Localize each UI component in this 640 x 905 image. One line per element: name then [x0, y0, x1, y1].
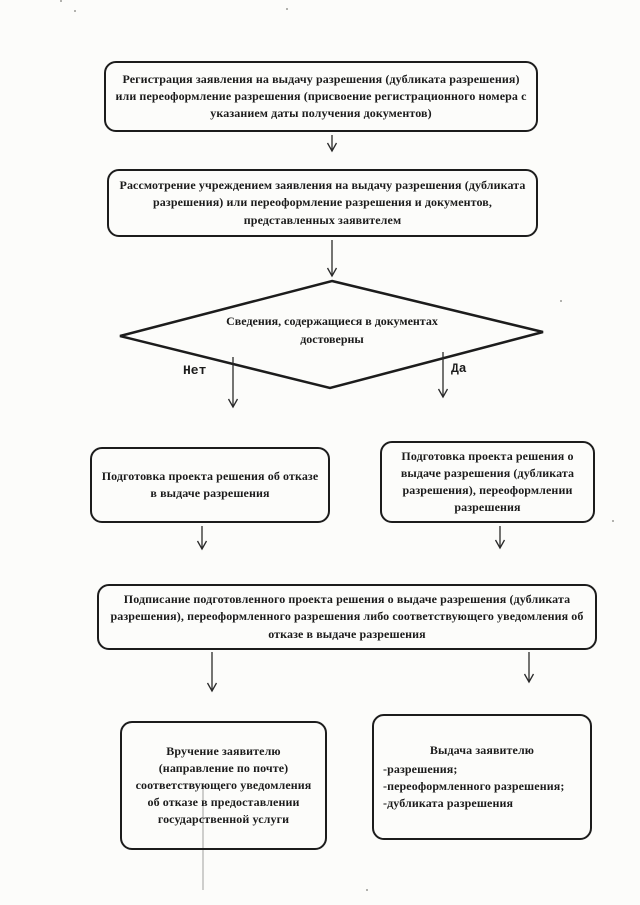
process-box-signing: Подписание подготовленного проекта решен…: [97, 584, 597, 650]
arrow-registration-to-review: [326, 135, 338, 153]
issue-delivery-title: Выдача заявителю: [429, 742, 535, 757]
arrow-branch-no: [227, 357, 239, 409]
process-box-registration: Регистрация заявления на выдачу разрешен…: [104, 61, 538, 132]
scan-speck: [286, 8, 288, 10]
scan-speck: [74, 10, 76, 12]
arrow-review-to-decision: [326, 240, 338, 278]
arrow-signing-to-refusal-delivery: [206, 652, 218, 693]
process-box-registration-text: Регистрация заявления на выдачу разрешен…: [115, 71, 527, 121]
issue-delivery-item: -разрешения;: [383, 761, 458, 776]
arrow-branch-yes: [437, 352, 449, 399]
process-box-signing-text: Подписание подготовленного проекта решен…: [110, 592, 584, 641]
process-box-refusal-delivery-text: Вручение заявителю (направление по почте…: [135, 743, 312, 827]
issue-delivery-item: -переоформленного разрешения;: [383, 779, 565, 793]
process-box-issue-delivery: Выдача заявителю -разрешения; -переоформ…: [372, 714, 592, 840]
branch-no-label: Нет: [183, 363, 207, 378]
scan-speck: [366, 889, 368, 891]
process-box-review-text: Рассмотрение учреждением заявления на вы…: [119, 178, 526, 227]
process-box-refusal-delivery: Вручение заявителю (направление по почте…: [120, 721, 327, 850]
process-box-issue-draft-text: Подготовка проекта решения о выдаче разр…: [400, 448, 575, 515]
branch-yes-label: Да: [451, 361, 467, 376]
scan-speck: [612, 520, 614, 522]
decision-diamond: [119, 279, 544, 390]
process-box-refusal-draft: Подготовка проекта решения об отказе в в…: [90, 447, 330, 523]
process-box-review: Рассмотрение учреждением заявления на вы…: [107, 169, 538, 237]
scan-speck: [60, 0, 62, 2]
arrow-refusal-draft-to-signing: [196, 526, 208, 551]
arrow-issue-draft-to-signing: [494, 526, 506, 550]
decision-diamond-text: Сведения, содержащиеся в документах дост…: [226, 314, 438, 346]
issue-delivery-item: -дубликата разрешения: [383, 796, 514, 811]
process-box-refusal-draft-text: Подготовка проекта решения об отказе в в…: [101, 468, 319, 500]
scan-speck: [560, 300, 562, 302]
process-box-issue-draft: Подготовка проекта решения о выдаче разр…: [380, 441, 595, 523]
arrow-signing-to-issue-delivery: [523, 652, 535, 684]
